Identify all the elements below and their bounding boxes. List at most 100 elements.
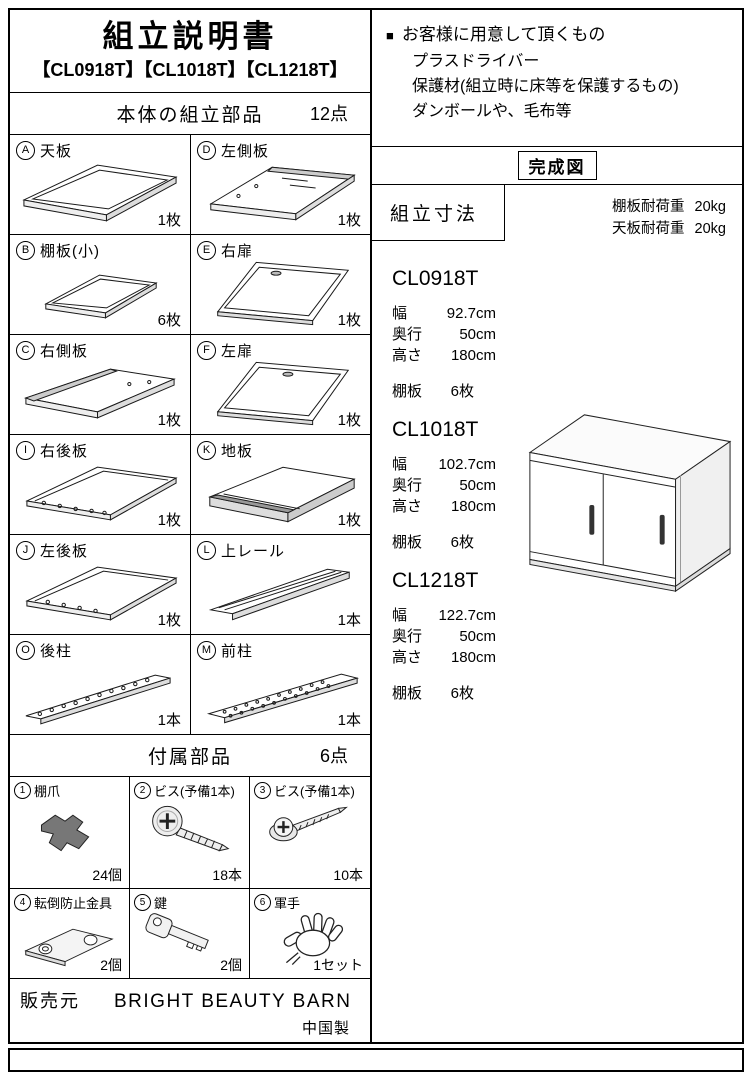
floor-panel-drawing xyxy=(208,466,356,523)
part-label: J 左後板 xyxy=(16,540,88,561)
customer-prep-item: プラスドライバー xyxy=(412,53,540,70)
acc-qty: 10本 xyxy=(333,867,363,883)
part-label: B 棚板(小) xyxy=(16,240,100,261)
part-cell-left-door: F 左扉 1枚 xyxy=(191,335,370,435)
model-name: CL0918T xyxy=(392,267,479,290)
top-panel-drawing xyxy=(22,164,178,222)
screw-washer-drawing xyxy=(269,806,348,842)
part-id-badge: O xyxy=(16,640,35,660)
anti-tip-bracket-drawing xyxy=(24,928,114,967)
small-shelf-drawing xyxy=(44,274,158,319)
part-id-badge: F xyxy=(197,340,216,360)
part-label: F 左扉 xyxy=(197,340,253,361)
part-qty: 1本 xyxy=(157,711,181,729)
part-id-badge: L xyxy=(197,540,216,560)
dimensions-title-cell: 組立寸法 xyxy=(372,185,505,241)
accessories-header: 付属部品 6点 xyxy=(10,735,370,777)
acc-id-badge: 2 xyxy=(134,782,151,799)
distributor-label: 販売元 xyxy=(20,991,80,1011)
part-label: L 上レール xyxy=(197,540,285,561)
acc-qty: 1セット xyxy=(313,957,363,973)
customer-prep-heading: ■ お客様に用意して頂くもの xyxy=(386,22,734,49)
model-name: CL1018T xyxy=(392,418,479,441)
part-qty: 1枚 xyxy=(337,311,361,329)
part-qty: 1枚 xyxy=(157,511,181,529)
acc-cell-shelf-clip: 1 棚爪 24個 xyxy=(10,777,130,889)
model-name: CL1218T xyxy=(392,569,479,592)
main-parts-grid: A 天板 1枚 D 左側板 xyxy=(10,134,370,735)
part-qty: 1本 xyxy=(337,611,361,629)
top-rail-drawing xyxy=(208,568,350,621)
distributor-cell: 販売元 BRIGHT BEAUTY BARN 中国製 xyxy=(10,979,370,1042)
acc-id-badge: 6 xyxy=(254,894,271,911)
part-label: O 後柱 xyxy=(16,640,72,661)
part-id-badge: M xyxy=(197,640,216,660)
spec-area: 組立寸法 棚板耐荷重 20kg 天板耐荷重 20kg CL0918T xyxy=(372,185,742,1042)
acc-cell-anti-tip-bracket: 4 転倒防止金具 2個 xyxy=(10,889,130,979)
part-cell-left-back-panel: J 左後板 1枚 xyxy=(10,534,191,635)
customer-prep-item: 保護材(組立時に床等を保護するもの) xyxy=(412,78,679,95)
glove-drawing xyxy=(283,912,344,966)
front-pillar-drawing xyxy=(206,673,360,724)
left-back-panel-drawing xyxy=(25,566,178,621)
part-cell-right-side-panel: C 右側板 1枚 xyxy=(10,334,191,435)
acc-qty: 24個 xyxy=(92,867,122,883)
finished-cabinet-drawing xyxy=(528,414,732,593)
square-bullet-icon: ■ xyxy=(386,28,394,43)
part-id-badge: A xyxy=(16,140,35,160)
acc-id-badge: 4 xyxy=(14,894,31,911)
main-table: 組立説明書 【CL0918T】【CL1018T】【CL1218T】 本体の組立部… xyxy=(8,8,744,1044)
part-cell-left-side-panel: D 左側板 1枚 xyxy=(191,135,370,235)
main-parts-count: 12点 xyxy=(309,104,348,125)
acc-label: 2 ビス(予備1本) xyxy=(134,781,235,800)
acc-cell-screw: 2 ビス(予備1本) xyxy=(130,777,250,889)
acc-label: 5 鍵 xyxy=(134,893,167,912)
part-cell-right-back-panel: I 右後板 1枚 xyxy=(10,434,191,535)
part-qty: 6枚 xyxy=(157,311,181,329)
acc-id-badge: 1 xyxy=(14,782,31,799)
accessories-count: 6点 xyxy=(319,746,348,767)
part-qty: 1枚 xyxy=(337,511,361,529)
acc-label: 6 軍手 xyxy=(254,893,300,912)
part-cell-floor-panel: K 地板 1枚 xyxy=(191,435,370,535)
part-qty: 1枚 xyxy=(157,411,181,429)
right-side-panel-drawing xyxy=(23,368,176,419)
shelf-clip-drawing xyxy=(40,814,90,852)
left-column: 組立説明書 【CL0918T】【CL1018T】【CL1218T】 本体の組立部… xyxy=(10,10,372,1042)
part-id-badge: E xyxy=(197,240,216,260)
customer-prep-heading-text: お客様に用意して頂くもの xyxy=(401,25,606,44)
part-label: A 天板 xyxy=(16,140,72,161)
country-of-origin: 中国製 xyxy=(301,1020,350,1037)
bottom-empty-strip xyxy=(8,1048,744,1072)
distributor-line: 販売元 BRIGHT BEAUTY BARN xyxy=(20,987,362,1013)
acc-id-badge: 3 xyxy=(254,782,271,799)
customer-prep-items: プラスドライバー 保護材(組立時に床等を保護するもの) ダンボールや、毛布等 xyxy=(412,49,734,124)
right-back-panel-drawing xyxy=(25,466,178,521)
part-label: I 右後板 xyxy=(16,440,88,461)
part-qty: 1枚 xyxy=(157,611,181,629)
part-cell-front-pillar: M 前柱 xyxy=(191,635,370,735)
acc-qty: 18本 xyxy=(212,867,242,883)
part-id-badge: B xyxy=(16,240,35,260)
acc-id-badge: 5 xyxy=(134,894,151,911)
acc-cell-screw-washer: 3 ビス(予備1本) xyxy=(250,777,370,889)
acc-qty: 2個 xyxy=(220,957,242,973)
main-parts-header: 本体の組立部品 12点 xyxy=(10,93,370,135)
part-cell-small-shelf: B 棚板(小) 6枚 xyxy=(10,234,191,335)
acc-label: 4 転倒防止金具 xyxy=(14,893,112,912)
model-numbers: 【CL0918T】【CL1018T】【CL1218T】 xyxy=(32,60,348,80)
